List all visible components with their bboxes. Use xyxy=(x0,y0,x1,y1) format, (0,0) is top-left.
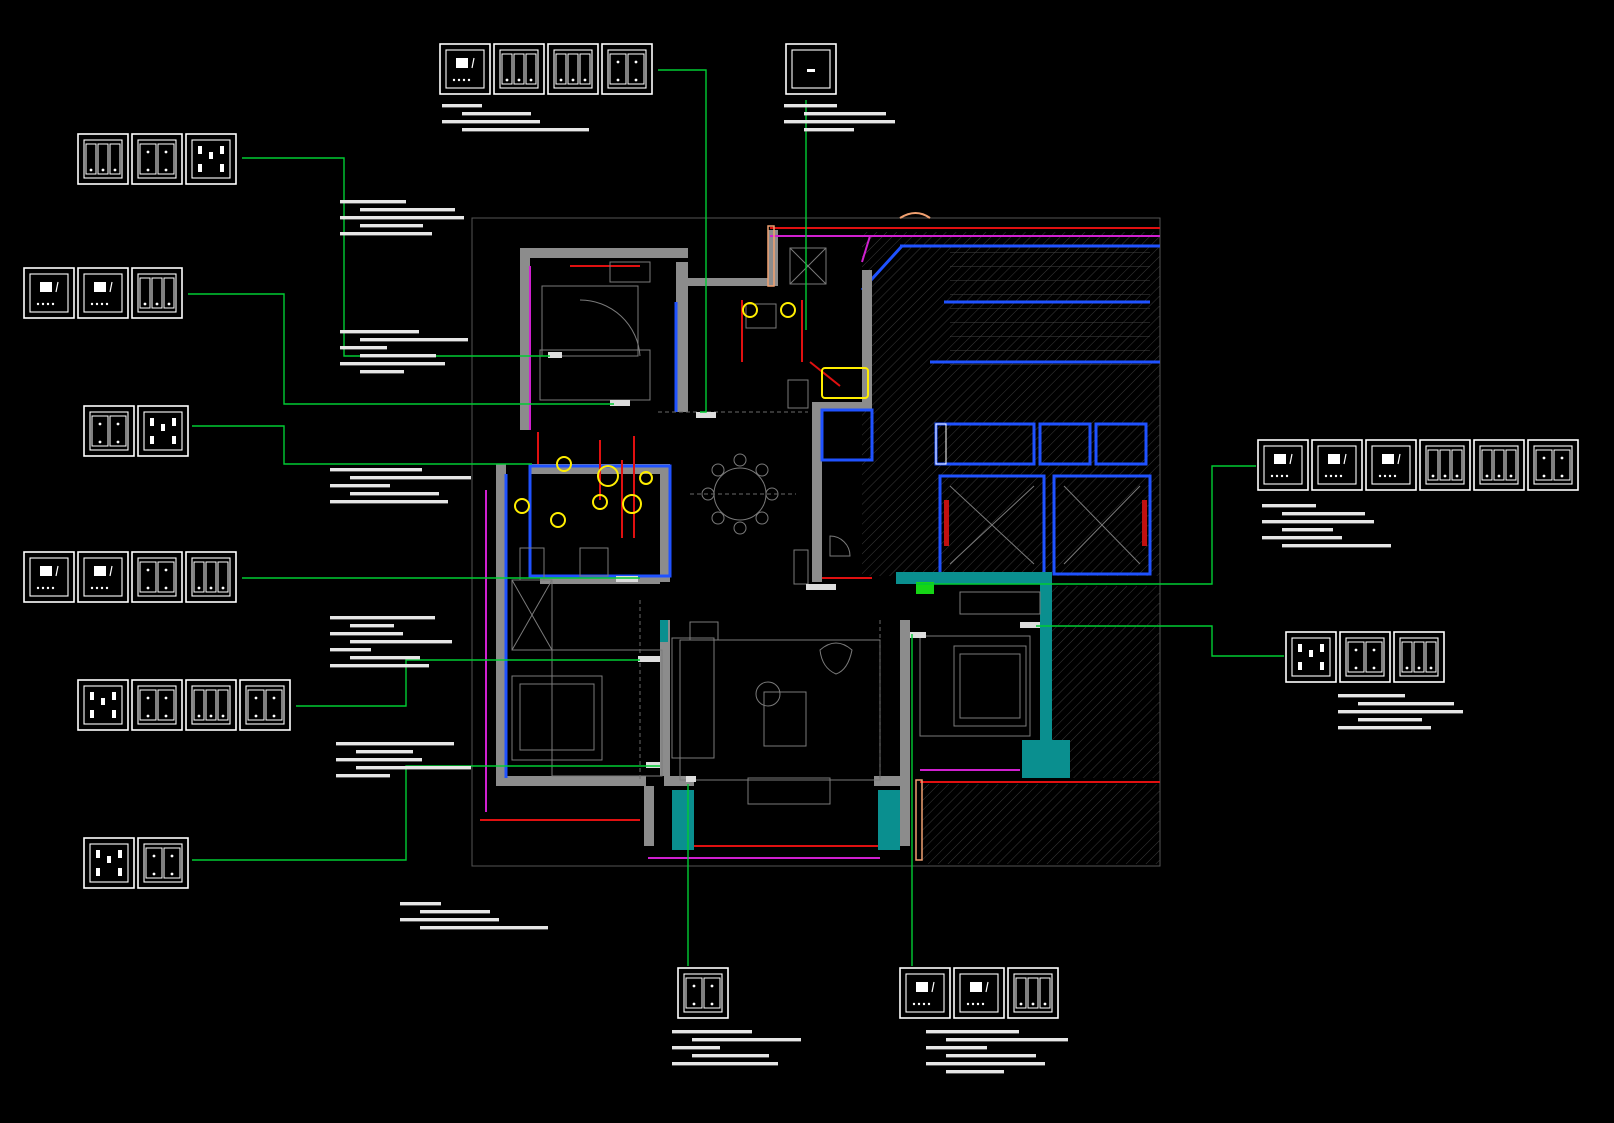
switch-triple-icon xyxy=(1393,631,1445,683)
switch-double-icon xyxy=(131,133,183,185)
switch-single-icon xyxy=(439,43,491,95)
switch-double-icon xyxy=(239,679,291,731)
bottom-right-panel xyxy=(899,967,1059,1019)
note-block xyxy=(400,902,548,930)
note-block xyxy=(1338,694,1463,730)
switch-socket-panels xyxy=(23,43,1579,1019)
blank-plate-icon xyxy=(785,43,837,95)
switch-triple-icon xyxy=(1007,967,1059,1019)
note-block xyxy=(784,104,895,132)
socket-five-hole-icon xyxy=(137,405,189,457)
socket-five-hole-icon xyxy=(77,679,129,731)
switch-double-icon xyxy=(1339,631,1391,683)
note-block xyxy=(336,742,471,778)
switch-single-icon xyxy=(953,967,1005,1019)
left-panel-1 xyxy=(77,133,237,185)
leader-lines xyxy=(188,69,1284,966)
switch-single-icon xyxy=(1311,439,1363,491)
top-right-panel xyxy=(785,43,837,95)
balcony-hatch xyxy=(922,784,1160,864)
switch-triple-icon xyxy=(1473,439,1525,491)
switch-double-icon xyxy=(601,43,653,95)
left-panel-2 xyxy=(23,267,183,319)
bed-upper-left xyxy=(541,285,639,357)
switch-triple-icon xyxy=(131,267,183,319)
socket-five-hole-icon xyxy=(83,837,135,889)
switch-single-icon xyxy=(899,967,951,1019)
note-block xyxy=(330,468,471,504)
switch-double-icon xyxy=(131,679,183,731)
note-block xyxy=(1262,504,1391,548)
red-lines xyxy=(480,227,1160,859)
floor-plan xyxy=(471,212,1161,867)
note-block xyxy=(340,200,464,236)
dimension-lines xyxy=(639,411,881,780)
switch-double-icon xyxy=(131,551,183,603)
coffee-table xyxy=(763,691,807,747)
teal-walls xyxy=(660,572,1070,850)
switch-triple-icon xyxy=(185,551,237,603)
plan-tags xyxy=(548,212,1040,861)
fixture-yellow xyxy=(821,367,869,399)
socket-five-hole-icon xyxy=(1285,631,1337,683)
switch-single-icon xyxy=(77,551,129,603)
left-panel-6 xyxy=(83,837,189,889)
note-block xyxy=(926,1030,1068,1074)
yellow-fixtures xyxy=(514,302,934,594)
annotation-notes xyxy=(330,104,1463,1074)
switch-triple-icon xyxy=(185,679,237,731)
switch-double-icon xyxy=(83,405,135,457)
note-block xyxy=(672,1030,801,1066)
sofa xyxy=(671,637,715,759)
switch-double-icon xyxy=(137,837,189,889)
switch-single-icon xyxy=(1257,439,1309,491)
top-center-panel xyxy=(439,43,653,95)
switch-triple-icon xyxy=(77,133,129,185)
note-block xyxy=(340,330,468,374)
switch-single-icon xyxy=(23,551,75,603)
switch-triple-icon xyxy=(493,43,545,95)
switch-single-icon xyxy=(1365,439,1417,491)
right-panel-1 xyxy=(1257,439,1579,491)
bed-lower-left xyxy=(511,675,603,761)
switch-double-icon xyxy=(1527,439,1579,491)
right-panel-2 xyxy=(1285,631,1445,683)
switch-triple-icon xyxy=(547,43,599,95)
left-panel-3 xyxy=(83,405,189,457)
switch-single-icon xyxy=(23,267,75,319)
tv-cabinet xyxy=(747,779,831,805)
left-panel-4 xyxy=(23,551,237,603)
bed-lower-right xyxy=(953,645,1027,727)
note-block xyxy=(330,616,452,668)
switch-single-icon xyxy=(77,267,129,319)
socket-five-hole-icon xyxy=(185,133,237,185)
switch-double-icon xyxy=(677,967,729,1019)
bottom-center-panel xyxy=(677,967,729,1019)
switch-triple-icon xyxy=(1419,439,1471,491)
left-panel-5 xyxy=(77,679,291,731)
furniture xyxy=(511,247,1041,805)
note-block xyxy=(442,104,589,132)
walls xyxy=(496,230,910,846)
stair-treads xyxy=(950,240,1150,370)
